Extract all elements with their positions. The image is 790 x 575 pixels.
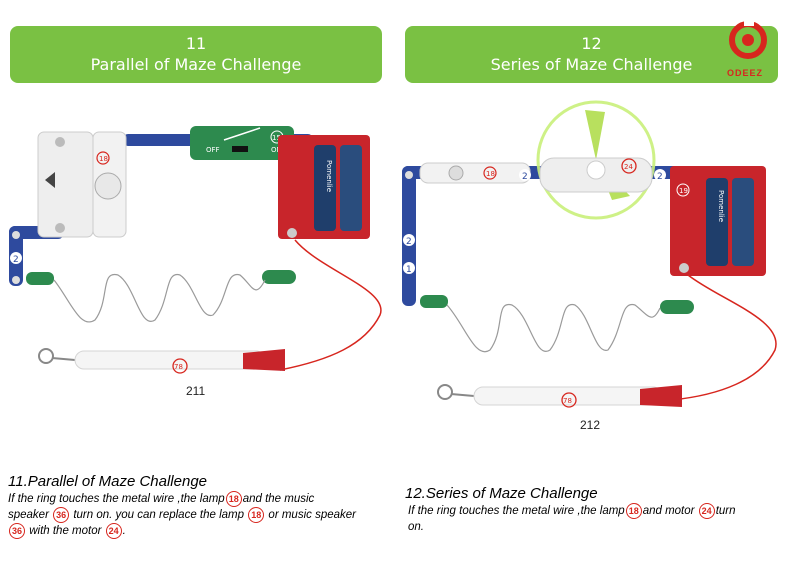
green-clip xyxy=(262,270,296,284)
banner-title: Series of Maze Challenge xyxy=(490,54,693,74)
red-wire xyxy=(279,239,382,371)
caption-text: If the ring touches the metal wire ,the … xyxy=(8,493,225,506)
caption-line: 36 with the motor 24. xyxy=(8,523,398,540)
caption-text: speaker xyxy=(8,509,49,522)
switch-module: OFF ON 15 xyxy=(190,126,294,160)
caption-body: If the ring touches the metal wire ,the … xyxy=(408,503,783,535)
speaker-module xyxy=(37,131,94,238)
maze-coil-wire xyxy=(446,303,661,353)
caption-title: 11.Parallel of Maze Challenge xyxy=(8,473,208,490)
rod-id-label: 78 xyxy=(563,397,572,405)
brand-logo-text: ODEEZ xyxy=(727,68,764,78)
fan-motor: 24 xyxy=(536,100,656,220)
wire-label: 1 xyxy=(406,265,412,275)
green-clip xyxy=(420,295,448,308)
caption-text: turn on. you can replace the lamp xyxy=(73,509,245,522)
switch-id-label: 15 xyxy=(272,134,281,142)
banner-title: Parallel of Maze Challenge xyxy=(90,54,302,74)
green-clip xyxy=(26,272,54,285)
battery-id-label: 19 xyxy=(679,187,688,195)
part-badge: 36 xyxy=(53,507,70,524)
caption-text: or music speaker xyxy=(268,509,356,522)
lamp-module: 18 xyxy=(92,131,127,238)
maze-rod: 78 xyxy=(437,384,682,408)
wire-label: 2 xyxy=(406,237,412,247)
battery-brand-label: Pomenlie xyxy=(325,160,333,192)
rod-id-label: 78 xyxy=(174,363,183,371)
motor-id-label: 24 xyxy=(624,163,633,171)
battery-pack: Pomenlie 19 xyxy=(670,166,766,276)
caption-text: with the motor xyxy=(29,525,102,538)
switch-on-label: ON xyxy=(271,146,282,154)
caption-title: 12.Series of Maze Challenge xyxy=(405,485,598,502)
parallel-circuit: 2 18 OFF ON 15 xyxy=(9,126,382,374)
battery-pack: Pomenlie xyxy=(278,135,370,239)
maze-rod: 78 xyxy=(38,348,285,374)
brand-logo-icon xyxy=(729,20,767,59)
banner-series: 12 Series of Maze Challenge xyxy=(405,26,778,83)
caption-body: If the ring touches the metal wire ,the … xyxy=(8,491,398,540)
caption-line: speaker 36 turn on. you can replace the … xyxy=(8,507,398,524)
series-circuit: 2 1 2 18 2 24 xyxy=(402,100,777,408)
caption-text: turn xyxy=(715,505,736,518)
lamp-id-label: 18 xyxy=(486,170,495,178)
wire-label: 2 xyxy=(522,172,528,182)
caption-text: and motor xyxy=(642,505,695,518)
caption-line: on. xyxy=(408,521,424,534)
battery-brand-label: Pomenlie xyxy=(717,190,725,222)
green-clip xyxy=(660,300,694,314)
lamp-module: 18 2 xyxy=(419,162,531,184)
part-badge: 18 xyxy=(225,491,242,507)
banner-number: 12 xyxy=(581,33,602,53)
caption-text: . xyxy=(122,525,126,538)
part-badge: 24 xyxy=(105,523,122,540)
wire-label: 2 xyxy=(657,172,663,182)
banner-number: 11 xyxy=(185,33,207,53)
figure-number: 211 xyxy=(186,384,206,398)
caption-text: If the ring touches the metal wire ,the … xyxy=(408,505,625,518)
caption-line: If the ring touches the metal wire ,the … xyxy=(408,503,783,519)
caption-line: If the ring touches the metal wire ,the … xyxy=(8,491,398,507)
part-badge: 24 xyxy=(698,503,715,519)
caption-text: and the music xyxy=(242,493,315,506)
figure-number: 212 xyxy=(580,418,601,432)
wire-label: 2 xyxy=(13,255,19,265)
part-badge: 18 xyxy=(625,503,642,519)
switch-off-label: OFF xyxy=(206,146,220,154)
maze-coil-wire xyxy=(53,273,266,323)
part-badge: 18 xyxy=(248,507,265,524)
red-wire xyxy=(671,274,777,401)
part-badge: 36 xyxy=(9,523,25,540)
lamp-id-label: 18 xyxy=(99,155,108,163)
banner-parallel: 11 Parallel of Maze Challenge xyxy=(10,26,382,83)
